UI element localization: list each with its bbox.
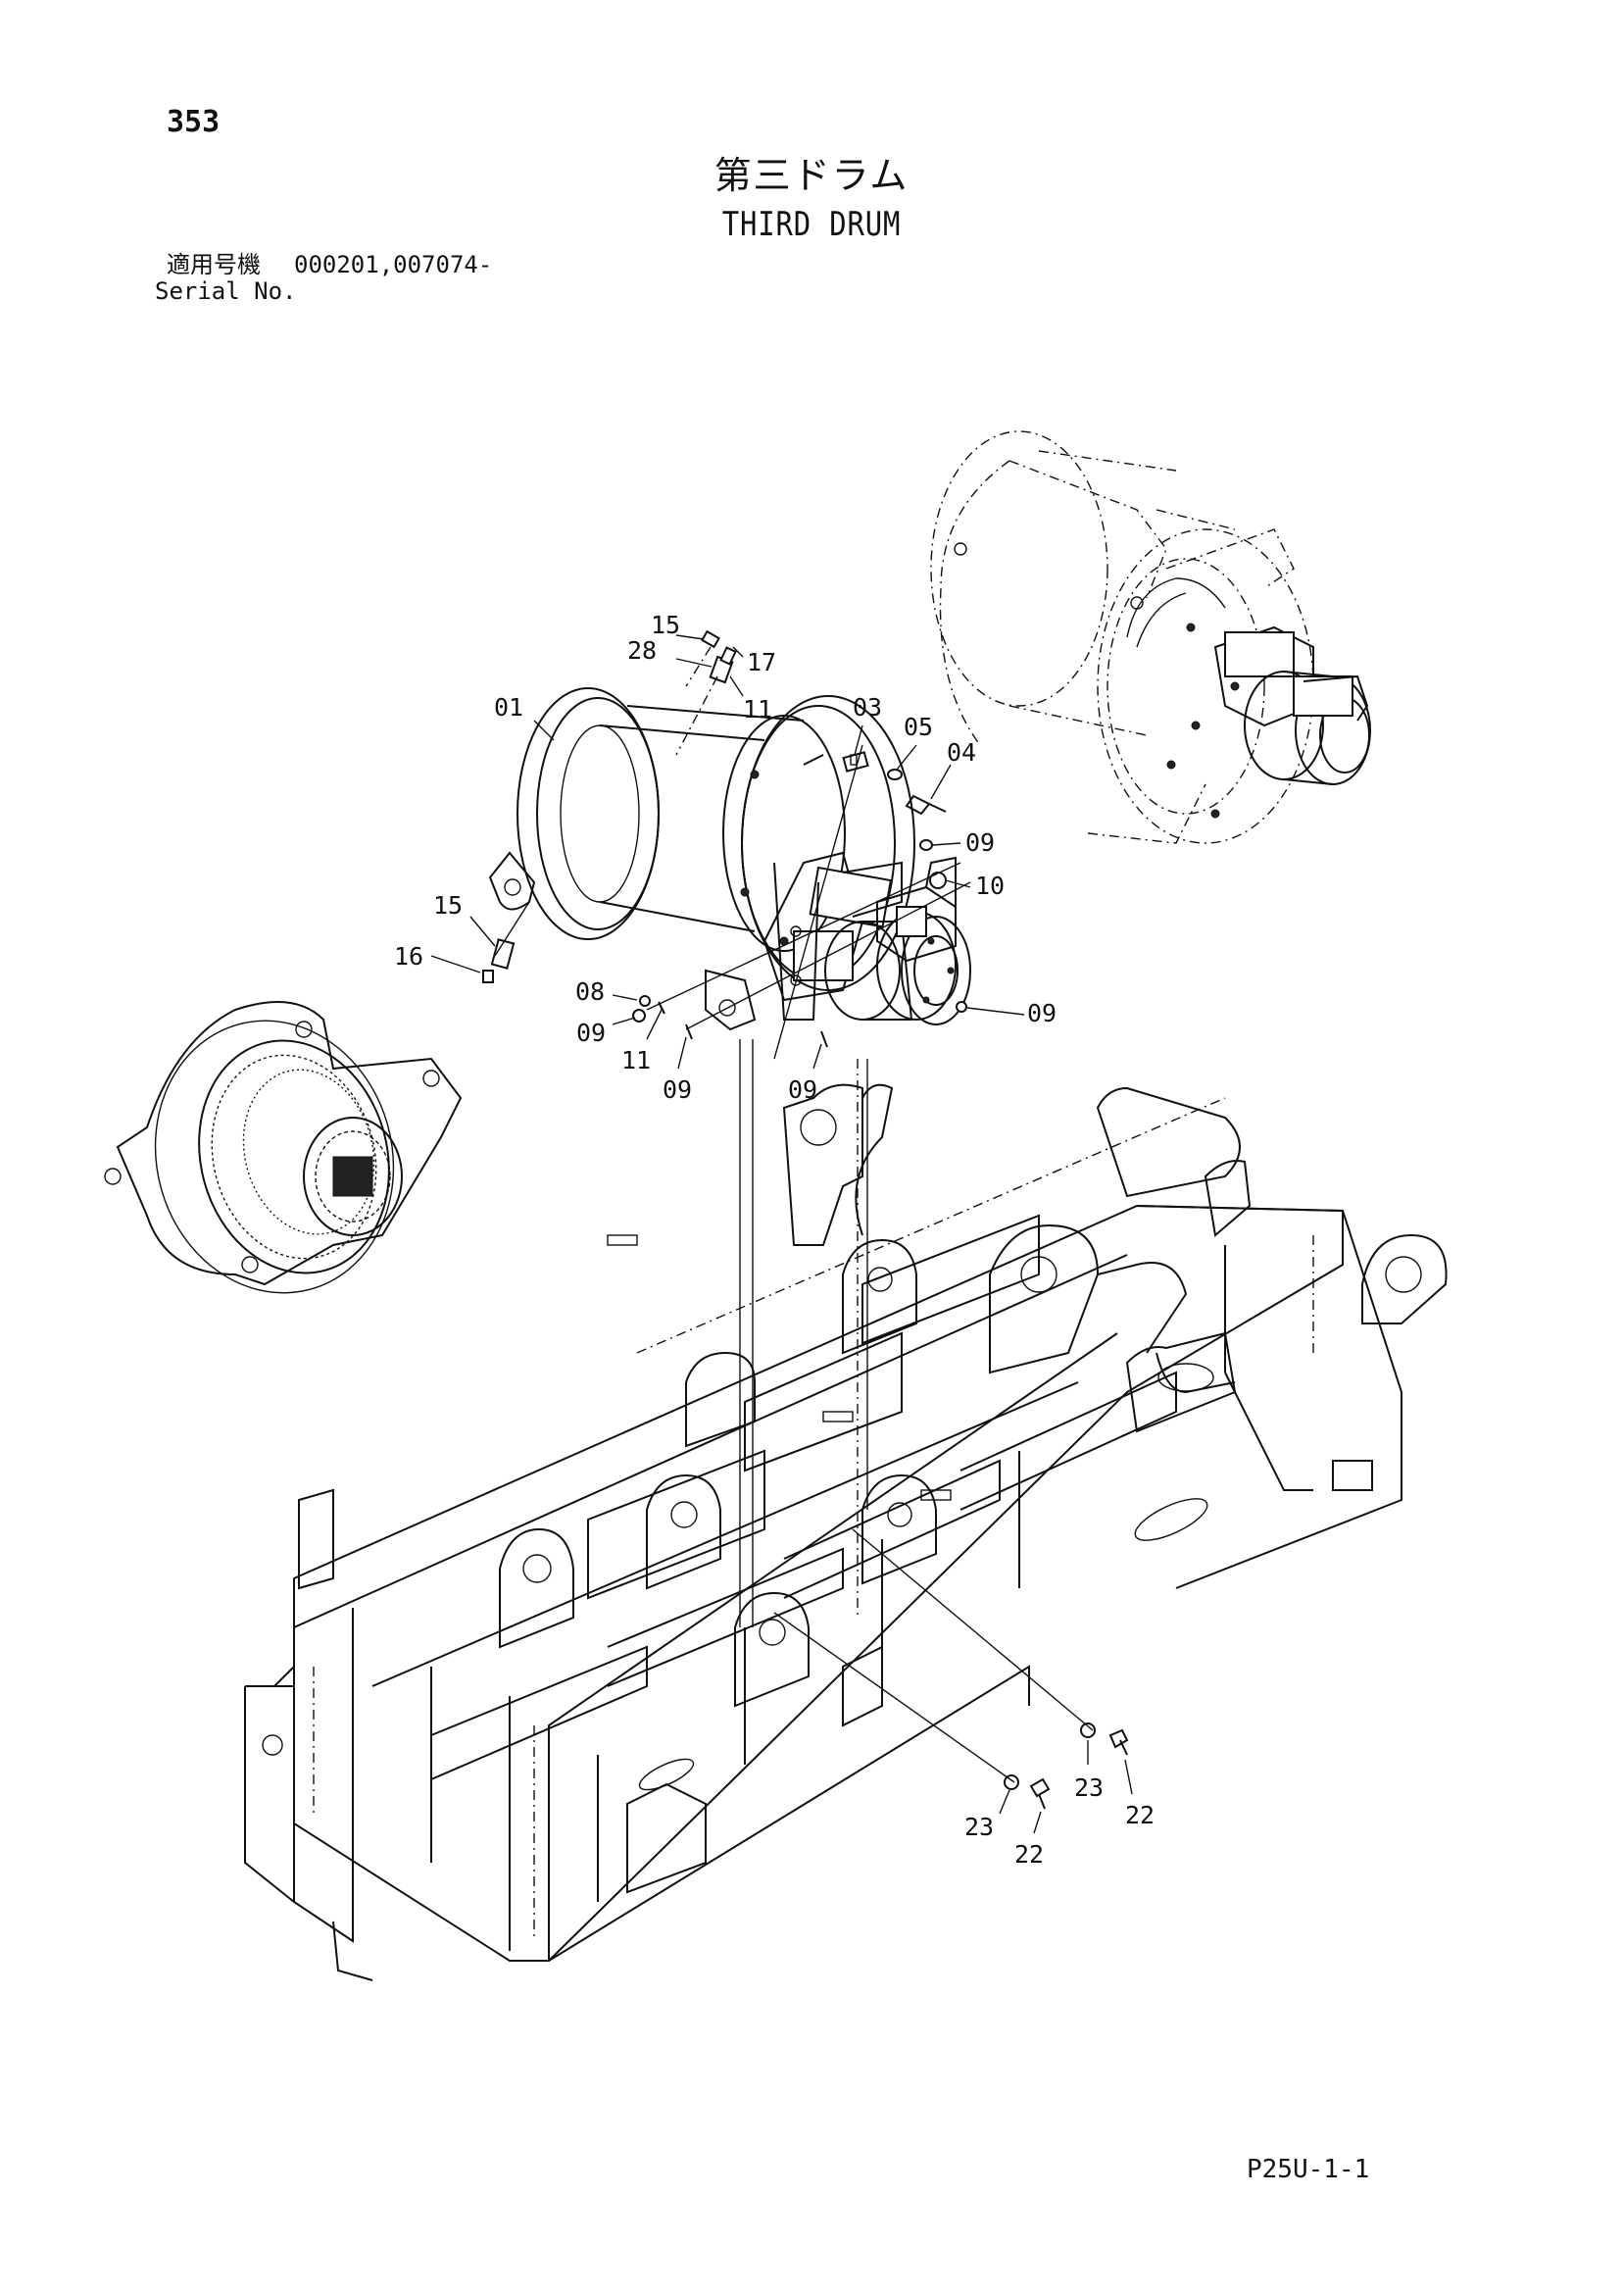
callout-15-left: 15 — [433, 891, 463, 920]
callout-08: 08 — [575, 977, 605, 1006]
callout-05: 05 — [904, 713, 933, 741]
drawing-code: P25U-1-1 — [1247, 2155, 1370, 2184]
serial-label-english: Serial No. — [155, 277, 297, 305]
page-title-japanese: 第三ドラム — [713, 154, 910, 197]
callout-01: 01 — [494, 693, 523, 722]
callout-23-left: 23 — [964, 1813, 994, 1841]
hardware-parts — [430, 629, 1133, 1834]
callout-09-left: 09 — [576, 1019, 606, 1047]
callout-16-left: 16 — [394, 942, 423, 971]
ring-gear-brake-view — [104, 1001, 463, 1294]
callout-labels: 15 17 28 11 01 03 05 04 09 10 15 16 08 0… — [394, 611, 1155, 1869]
callout-03: 03 — [853, 693, 882, 722]
callout-22-left: 22 — [1014, 1840, 1044, 1869]
callout-09-lower-mid: 09 — [788, 1075, 817, 1104]
callout-28: 28 — [627, 636, 657, 665]
serial-numbers: 000201,007074- — [294, 251, 493, 278]
callout-09-lower-right: 09 — [1027, 999, 1057, 1027]
callout-09-right: 09 — [965, 828, 995, 857]
callout-16-top: 15 — [651, 611, 680, 639]
callout-11: 10 — [975, 872, 1005, 900]
callout-23-right: 23 — [1074, 1773, 1104, 1802]
reference-drum-view — [930, 430, 1371, 844]
page-number: 353 — [167, 105, 221, 139]
callout-09-lower-left: 09 — [663, 1075, 692, 1104]
callout-15-top: 11 — [743, 695, 772, 724]
page-title-english: THIRD DRUM — [721, 205, 902, 244]
serial-label-japanese: 適用号機 — [167, 251, 261, 278]
upper-frame-assembly — [244, 1083, 1448, 1981]
callout-10: 11 — [621, 1046, 651, 1074]
third-drum-assembly — [488, 687, 971, 1031]
callout-22-right: 22 — [1125, 1801, 1155, 1829]
callout-04: 04 — [947, 738, 976, 767]
callout-17: 17 — [747, 648, 776, 676]
